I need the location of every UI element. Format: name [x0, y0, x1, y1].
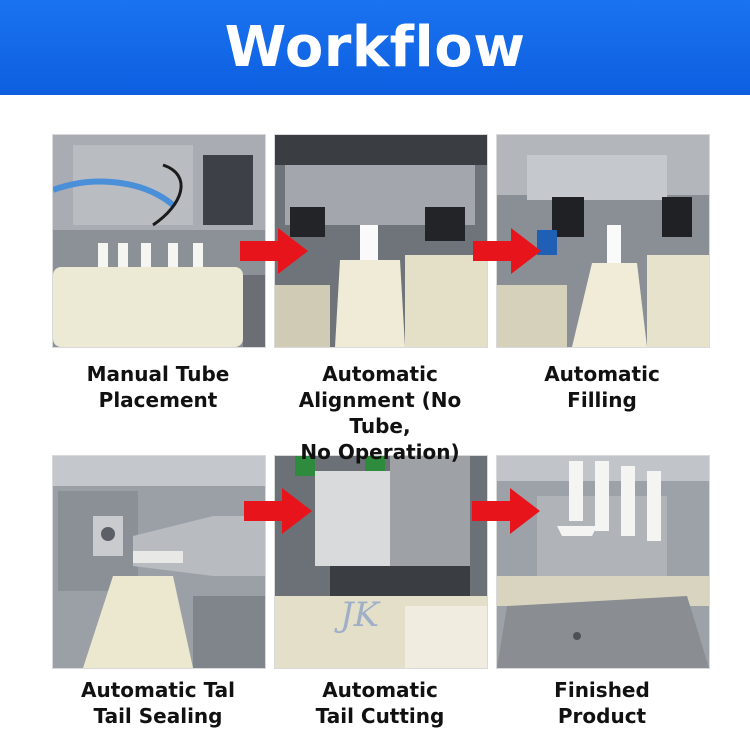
page-title: Workflow: [224, 15, 526, 80]
step-caption: Finished Product: [491, 677, 713, 729]
step-caption: Manual Tube Placement: [47, 361, 269, 413]
caption-line: Tail Cutting: [315, 704, 445, 728]
caption-line: Automatic: [322, 678, 438, 702]
step-photo-automatic-tail-sealing: [52, 455, 266, 669]
caption-line: Tail Sealing: [93, 704, 223, 728]
header-banner: Workflow: [0, 0, 750, 95]
step-caption: Automatic Tal Tail Sealing: [47, 677, 269, 729]
caption-line: Finished: [554, 678, 650, 702]
arrow-right-icon: [244, 488, 312, 534]
caption-line: Alignment (No Tube,: [298, 388, 462, 438]
arrow-right-icon: [240, 228, 308, 274]
caption-line: Automatic: [544, 362, 660, 386]
step-photo-automatic-filling: [496, 134, 710, 348]
caption-line: No Operation): [300, 440, 460, 464]
step-caption: Automatic Tail Cutting: [269, 677, 491, 729]
step-photo-manual-tube-placement: [52, 134, 266, 348]
watermark-logo: JK: [340, 595, 380, 635]
caption-line: Product: [557, 704, 647, 728]
step-photo-finished-product: [496, 455, 710, 669]
step-caption: Automatic Filling: [491, 361, 713, 413]
step-caption: Automatic Alignment (No Tube, No Operati…: [269, 361, 491, 465]
caption-line: Filling: [567, 388, 637, 412]
step-photo-automatic-alignment: [274, 134, 488, 348]
caption-line: Automatic Tal: [80, 678, 235, 702]
caption-line: Automatic: [322, 362, 438, 386]
step-photo-automatic-tail-cutting: [274, 455, 488, 669]
caption-line: Manual Tube: [86, 362, 230, 386]
arrow-right-icon: [472, 488, 540, 534]
caption-line: Placement: [98, 388, 218, 412]
arrow-right-icon: [473, 228, 541, 274]
